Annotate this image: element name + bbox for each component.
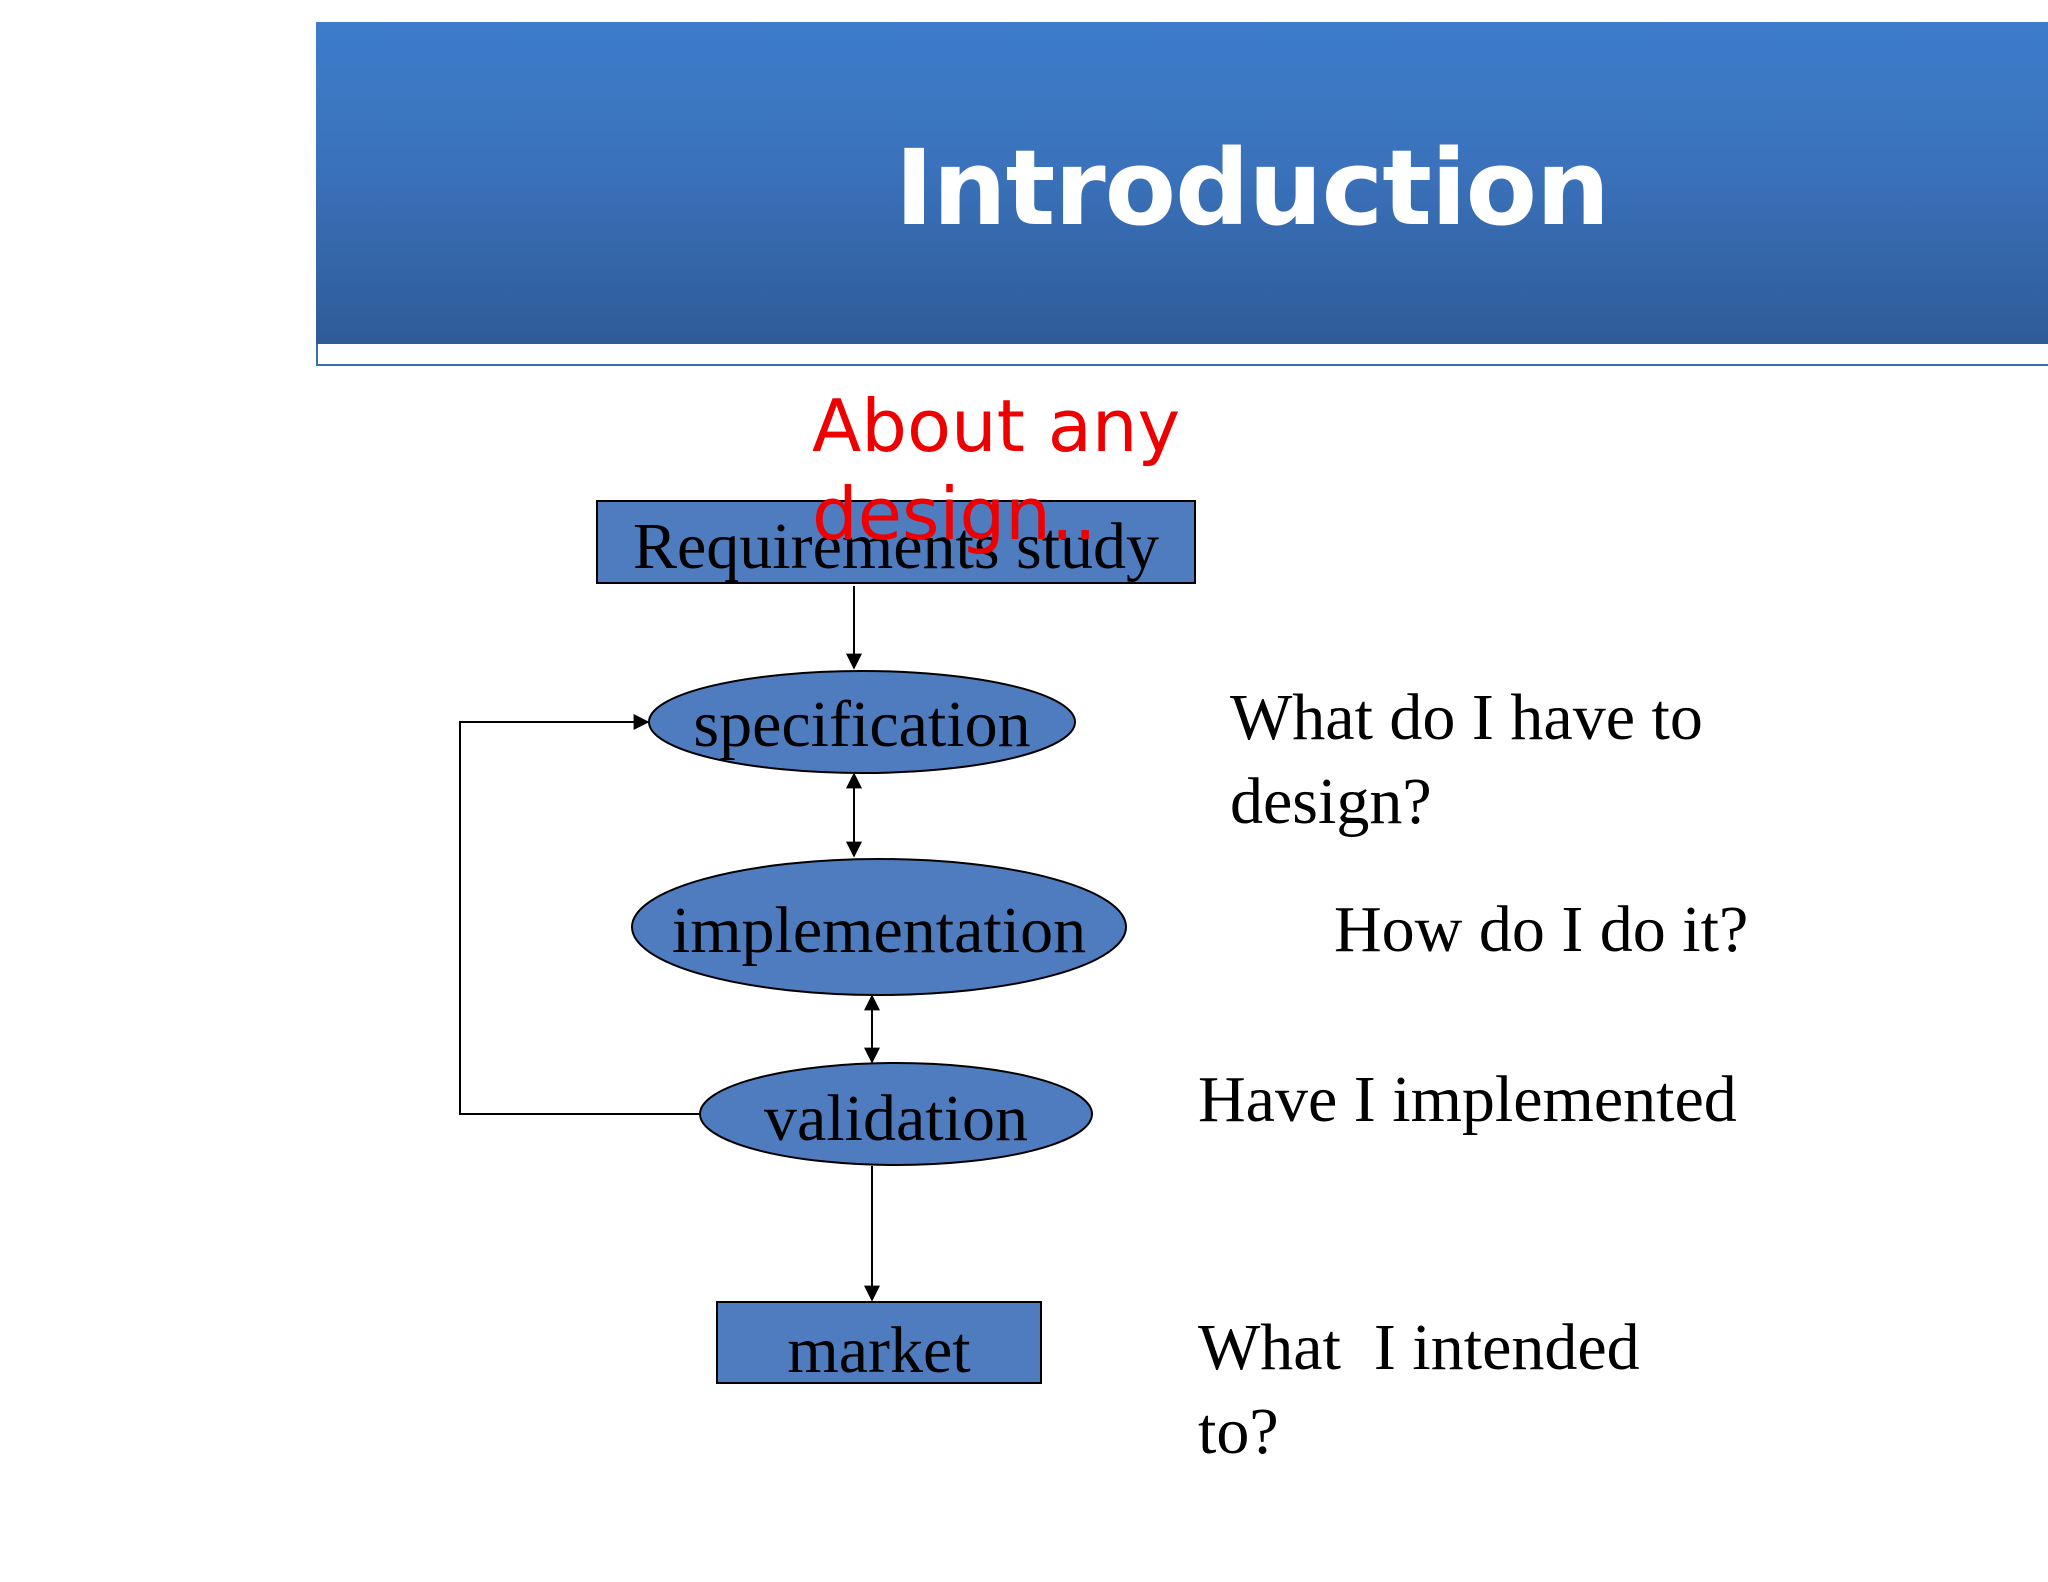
title-banner xyxy=(316,22,2048,344)
node-validation: validation xyxy=(699,1062,1093,1166)
title-underline xyxy=(316,344,2048,366)
node-specification-label: specification xyxy=(693,688,1030,761)
feedback-loop-validation-to-specification xyxy=(459,714,700,1115)
node-market: market xyxy=(716,1301,1042,1387)
node-implementation-label: implementation xyxy=(672,894,1086,967)
question-have-i-implemented: Have I implemented xyxy=(1198,1063,1737,1136)
question-what-to-design: What do I have to design? xyxy=(1230,681,1703,838)
node-requirements-study: Requirements study xyxy=(596,500,1196,584)
slide-subtitle: About any design.. xyxy=(812,384,1181,556)
question-how-to-do: How do I do it? xyxy=(1334,893,1749,966)
node-specification: specification xyxy=(648,670,1076,774)
question-what-i-intended: What I intended to? xyxy=(1198,1311,1640,1468)
node-implementation: implementation xyxy=(631,858,1127,996)
slide-title: Introduction xyxy=(894,127,1610,249)
node-validation-label: validation xyxy=(764,1082,1028,1155)
node-market-label: market xyxy=(787,1314,970,1387)
node-requirements-label: Requirements study xyxy=(633,510,1159,583)
